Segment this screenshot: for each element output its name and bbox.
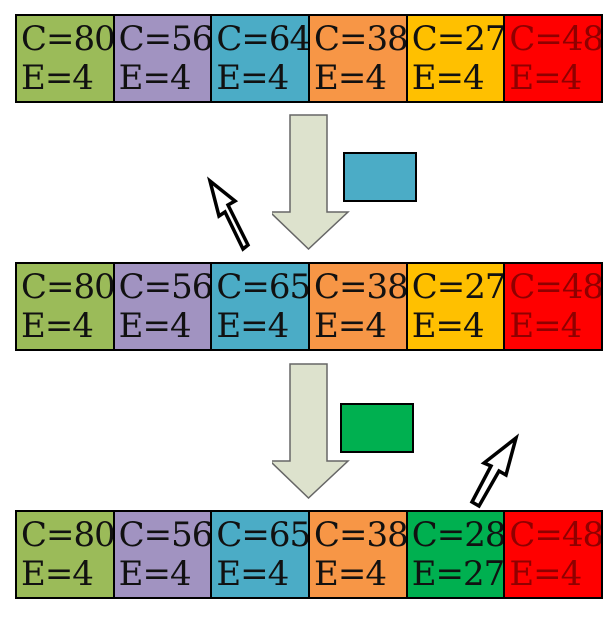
cell-e-value: E=4 [216,58,289,99]
cell-e-value: E=4 [411,306,485,347]
cell-e-value: E=4 [21,554,94,595]
cell-c-value: C=80 [21,18,115,59]
cell-c-value: C=56 [118,266,213,307]
cell-e-value: E=4 [314,58,387,99]
cell-red: C=48 E=4 [505,16,602,101]
cell-c-value: C=48 [509,266,602,307]
cell-green: C=80 E=4 [17,264,115,349]
cell-orange: C=38 E=4 [310,264,408,349]
state-row-2: C=80 E=4 C=56 E=4 C=65 E=4 C=38 E=4 C=27… [15,262,603,351]
cell-c-value: C=56 [118,18,213,59]
cell-e-value: E=4 [509,306,582,347]
moved-block [343,152,417,202]
cell-e-value: E=27 [411,554,505,595]
down-arrow-icon [272,114,350,250]
down-arrow-shape [272,114,350,250]
cell-blue: C=64 E=4 [212,16,311,101]
cell-c-value: C=56 [118,514,213,555]
cell-e-value: E=4 [21,58,94,99]
state-row-3: C=80 E=4 C=56 E=4 C=65 E=4 C=38 E=4 C=28… [15,510,603,599]
cell-orange: C=38 E=4 [310,16,408,101]
cell-c-value: C=27 [411,266,506,307]
cell-e-value: E=4 [118,58,192,99]
cell-c-value: C=38 [314,514,408,555]
cell-c-value: C=65 [216,266,311,307]
cell-e-value: E=4 [118,306,192,347]
cell-purple: C=56 E=4 [114,16,213,101]
cell-bright-green: C=28 E=27 [407,512,506,597]
cell-c-value: C=65 [216,514,311,555]
state-row-1: C=80 E=4 C=56 E=4 C=64 E=4 C=38 E=4 C=27… [15,14,603,103]
cell-purple: C=56 E=4 [114,264,213,349]
cell-yellow: C=27 E=4 [407,16,506,101]
down-arrow-icon [272,363,350,499]
cell-yellow: C=27 E=4 [407,264,506,349]
moved-block [340,403,414,453]
cell-c-value: C=80 [21,514,115,555]
cell-e-value: E=4 [314,306,387,347]
cell-blue: C=65 E=4 [212,264,311,349]
cell-e-value: E=4 [216,554,289,595]
cell-c-value: C=48 [509,18,602,59]
cell-c-value: C=80 [21,266,115,307]
cell-c-value: C=64 [216,18,311,59]
cell-red: C=48 E=4 [505,264,602,349]
cell-green: C=80 E=4 [17,512,115,597]
cell-green: C=80 E=4 [17,16,115,101]
cell-e-value: E=4 [509,554,582,595]
hollow-arrow-pointer-icon [206,176,251,252]
cell-e-value: E=4 [411,58,485,99]
cell-red: C=48 E=4 [505,512,602,597]
cell-e-value: E=4 [509,58,582,99]
cell-blue: C=65 E=4 [212,512,311,597]
cell-c-value: C=38 [314,18,408,59]
cell-e-value: E=4 [21,306,94,347]
cell-e-value: E=4 [314,554,387,595]
cell-e-value: E=4 [118,554,192,595]
cell-purple: C=56 E=4 [114,512,213,597]
cell-c-value: C=28 [411,514,506,555]
cell-c-value: C=27 [411,18,506,59]
cell-c-value: C=48 [509,514,602,555]
cell-e-value: E=4 [216,306,289,347]
cell-orange: C=38 E=4 [310,512,408,597]
down-arrow-shape [272,363,350,499]
hollow-arrow-pointer-icon [469,433,520,509]
cell-c-value: C=38 [314,266,408,307]
